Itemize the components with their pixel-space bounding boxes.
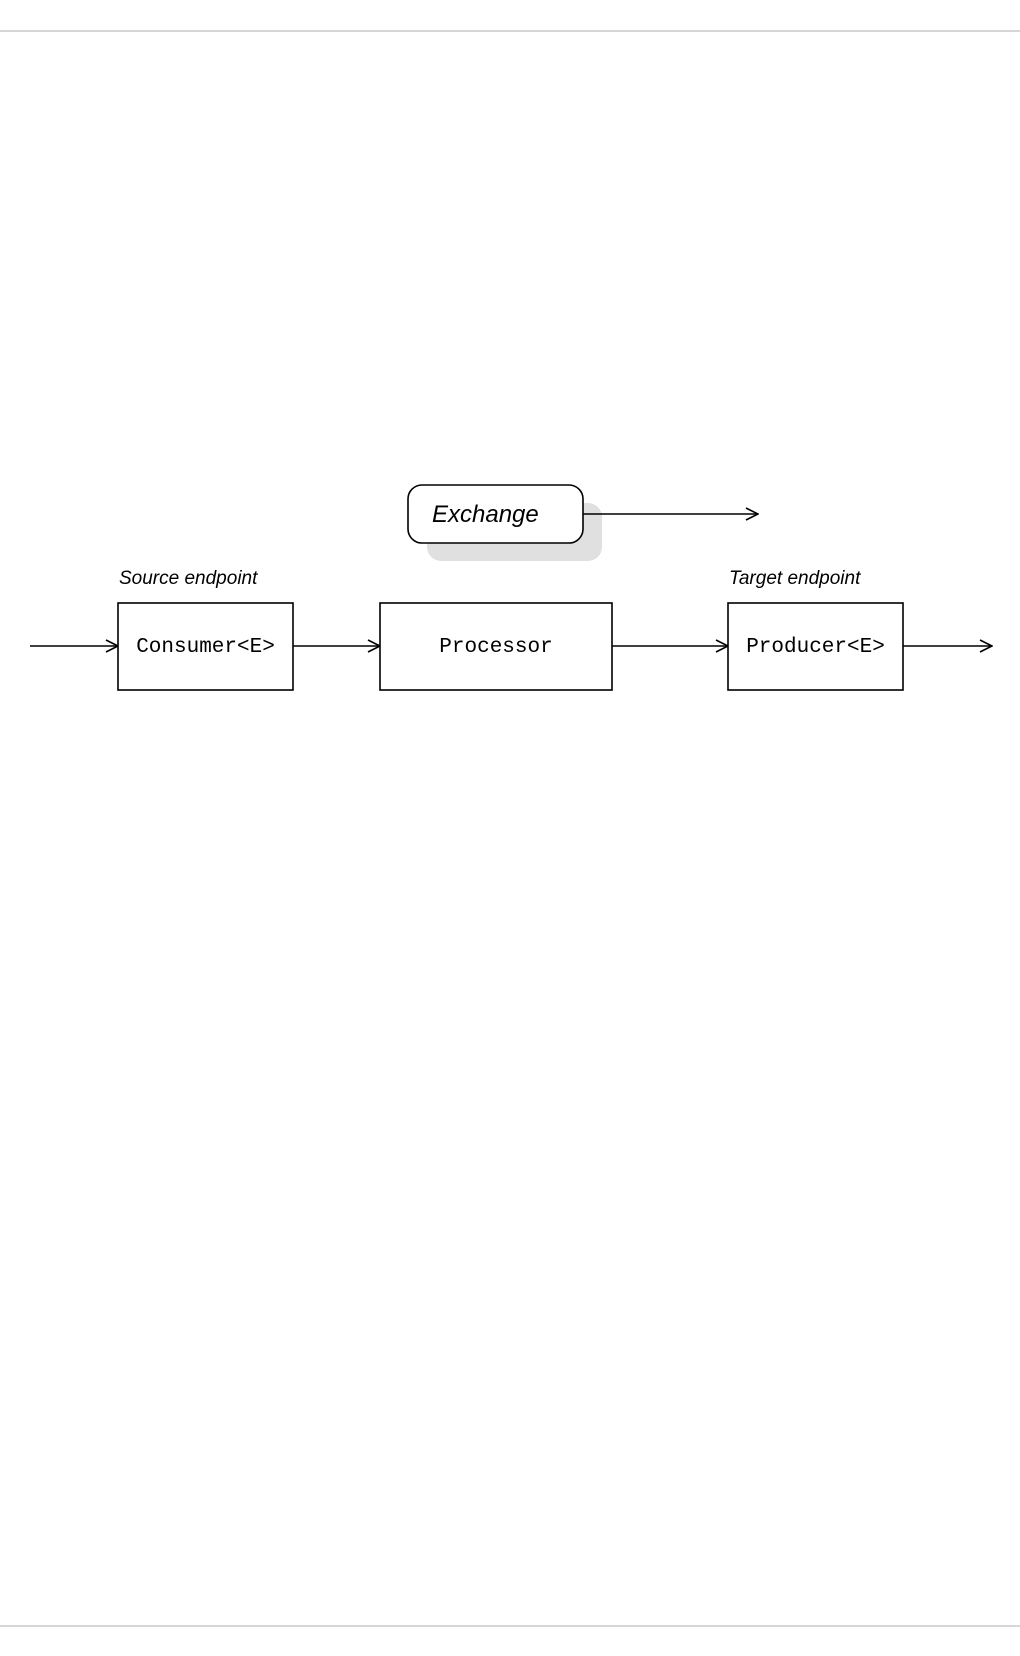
consumer-node: Consumer<E> <box>117 602 294 691</box>
exchange-label: Exchange <box>432 501 539 528</box>
processor-box <box>379 602 613 691</box>
producer-label: Producer<E> <box>746 636 885 659</box>
exchange-node: Exchange <box>407 484 602 561</box>
processor-node: Processor <box>379 602 613 691</box>
bottom-divider <box>0 1625 1020 1627</box>
producer-node: Producer<E> <box>727 602 904 691</box>
consumer-label: Consumer<E> <box>136 636 275 659</box>
consumer-box <box>117 602 294 691</box>
top-divider <box>0 30 1020 32</box>
producer-box <box>727 602 904 691</box>
source-endpoint-label: Source endpoint <box>119 568 258 589</box>
target-endpoint-label: Target endpoint <box>729 568 861 589</box>
processor-label: Processor <box>439 636 552 659</box>
